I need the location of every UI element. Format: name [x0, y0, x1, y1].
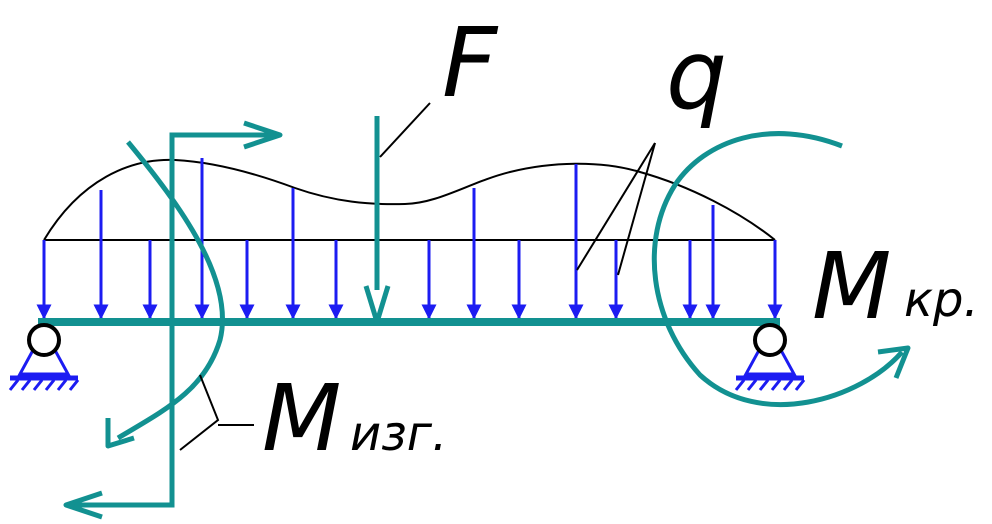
force-arrowhead: [363, 285, 391, 325]
section-axis-head-bottom: [63, 490, 103, 520]
q-label: q: [666, 19, 727, 131]
force-label: F: [442, 7, 499, 119]
force-leader-line: [379, 102, 431, 158]
bending-moment-arc-head: [105, 418, 135, 449]
right-pin-support: [734, 323, 806, 391]
torque-label-main: M: [812, 233, 891, 340]
load-arrows: [36, 158, 783, 320]
bending-leader-line: [179, 374, 220, 451]
torque-arc-head: [877, 345, 911, 379]
bending-label-main: M: [262, 365, 341, 472]
torque-arc: [651, 131, 904, 408]
load-curve: [43, 158, 776, 241]
torque-label-sub: кр.: [904, 272, 979, 328]
bending-label-sub: изг.: [350, 406, 447, 462]
left-pin-support: [8, 323, 80, 391]
section-axis: [68, 132, 278, 508]
q-leader-lines: [576, 142, 656, 276]
section-axis-head-top: [243, 120, 283, 150]
